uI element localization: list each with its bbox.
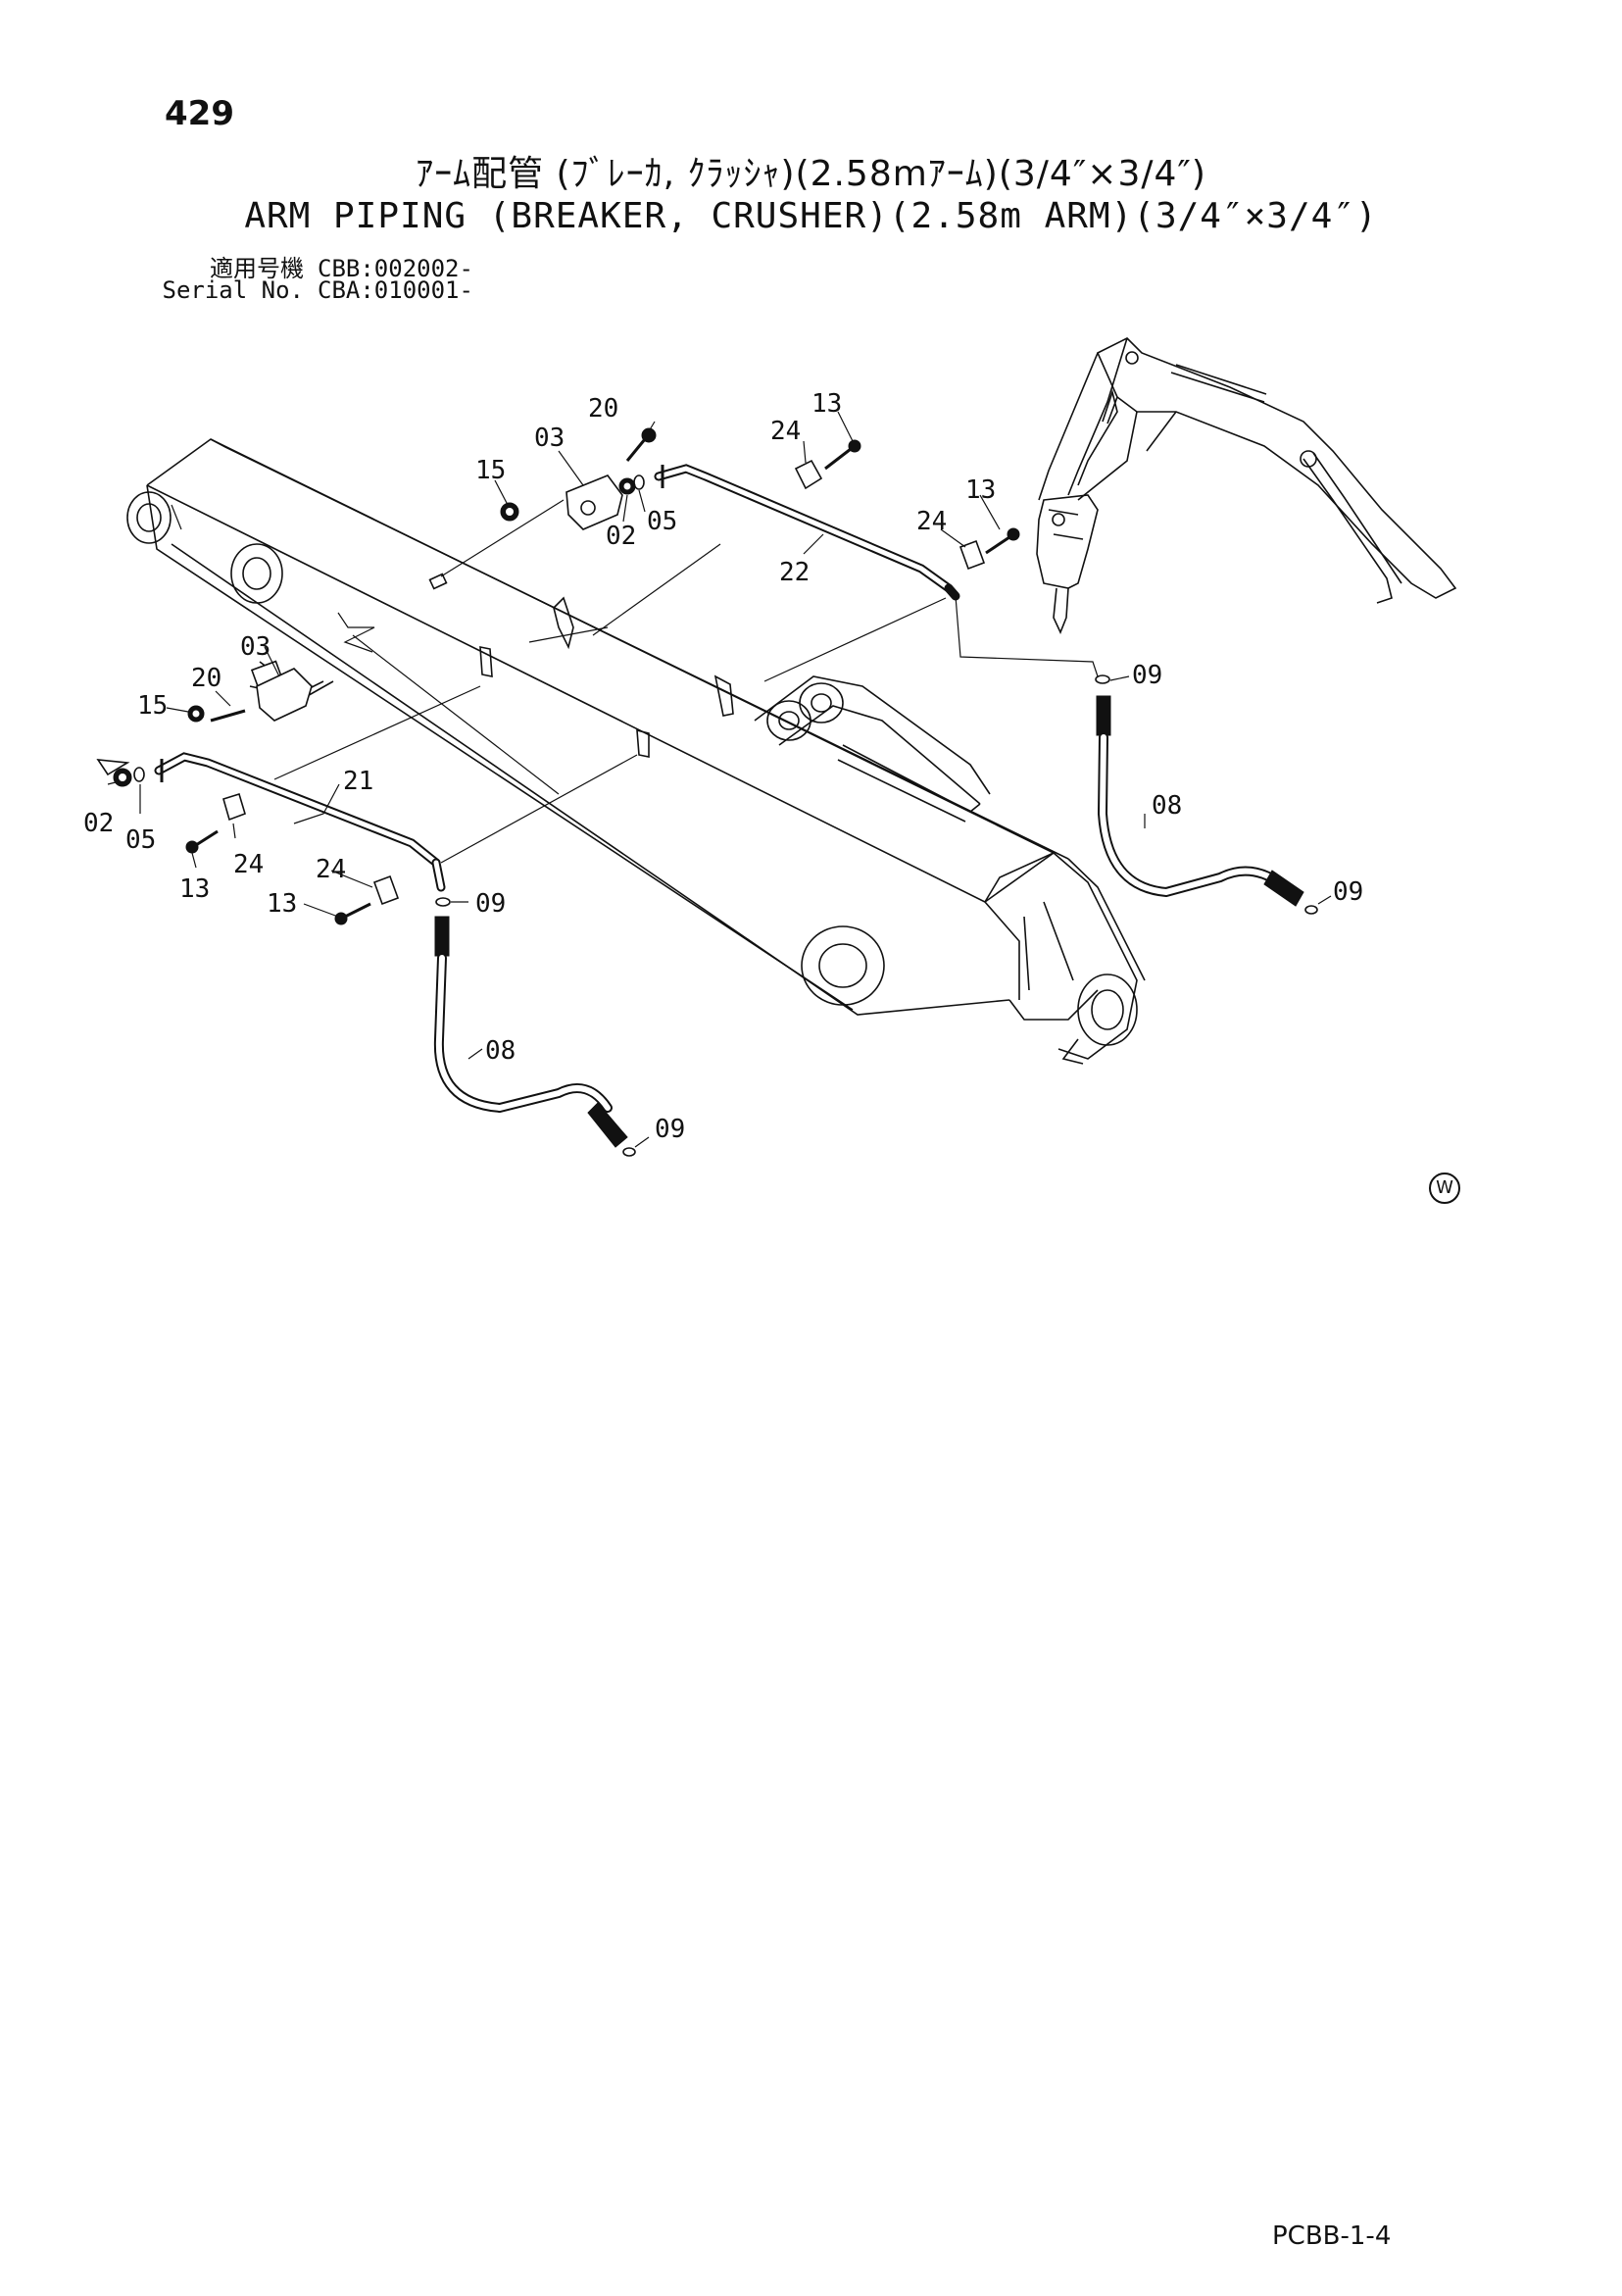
left-hose <box>433 916 650 1157</box>
serial-value-1: CBB:002002- <box>318 255 473 282</box>
callout-left-21: 21 <box>343 767 373 796</box>
callout-top-24b: 24 <box>916 507 947 536</box>
callout-left-03: 03 <box>240 632 270 662</box>
arm-body <box>126 438 1146 1065</box>
callout-top-05: 05 <box>647 507 677 536</box>
inset-excavator-breaker <box>1036 337 1457 635</box>
callout-left-13b: 13 <box>267 889 297 919</box>
callout-right-08: 08 <box>1152 791 1182 821</box>
callout-left-09b: 09 <box>655 1115 685 1144</box>
callout-left-09a: 09 <box>475 889 506 919</box>
callout-left-24a: 24 <box>233 850 264 879</box>
footer-code: PCBB-1-4 <box>1272 2221 1392 2251</box>
callout-top-24a: 24 <box>770 417 801 446</box>
callout-left-13a: 13 <box>179 874 210 904</box>
callout-labels: 20 03 15 02 05 13 24 13 24 22 09 08 09 0… <box>83 389 1363 1144</box>
callout-right-09a: 09 <box>1132 661 1162 690</box>
serial-label-en: Serial No. <box>162 276 305 304</box>
right-hose <box>1096 675 1332 915</box>
callout-top-15: 15 <box>475 456 506 485</box>
callout-left-20: 20 <box>191 664 221 693</box>
serial-row-2: Serial No. CBA:010001- <box>157 276 473 304</box>
page-title-jp: ｱｰﾑ配管 (ﾌﾞﾚｰｶ, ｸﾗｯｼｬ)(2.58mｱｰﾑ)(3/4″×3/4″… <box>416 154 1206 194</box>
callout-top-02: 02 <box>606 522 636 551</box>
top-piping <box>440 411 1110 684</box>
callout-top-03: 03 <box>534 424 565 453</box>
callout-left-02: 02 <box>83 809 114 838</box>
callout-left-08: 08 <box>485 1036 516 1066</box>
callout-top-22: 22 <box>779 558 810 587</box>
w-symbol: W <box>1429 1173 1460 1204</box>
page-title-en: ARM PIPING (BREAKER, CRUSHER)(2.58m ARM)… <box>244 196 1378 236</box>
page-number: 429 <box>165 94 234 133</box>
callout-left-15: 15 <box>137 691 168 721</box>
callout-left-24b: 24 <box>316 855 346 884</box>
callout-left-05: 05 <box>125 825 156 855</box>
serial-value-2: CBA:010001- <box>318 276 473 304</box>
serial-row-1: 適用号機 CBB:002002- <box>157 249 473 283</box>
callout-top-20: 20 <box>588 394 618 424</box>
callout-top-13b: 13 <box>965 475 996 505</box>
serial-label-jp: 適用号機 <box>210 255 304 282</box>
callout-top-13a: 13 <box>811 389 842 419</box>
callout-right-09b: 09 <box>1333 877 1363 907</box>
left-piping <box>96 646 638 925</box>
